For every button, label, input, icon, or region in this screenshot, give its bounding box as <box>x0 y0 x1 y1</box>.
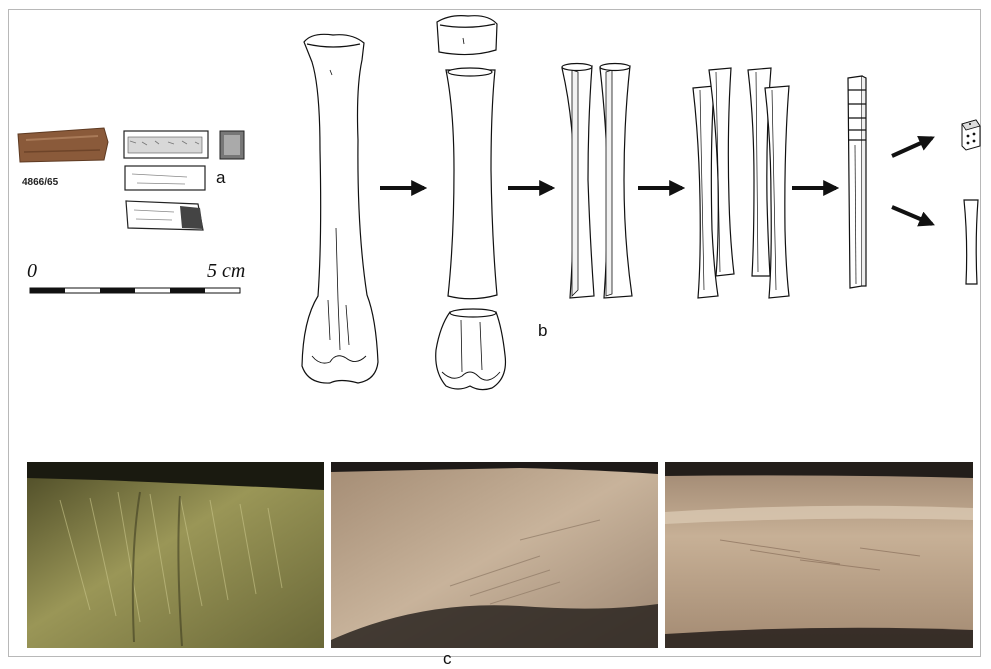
bone-intact <box>302 34 378 383</box>
scale-start-label: 0 <box>27 260 37 283</box>
specimen-number: 4866/65 <box>22 177 58 188</box>
specimen-photo <box>18 128 108 162</box>
specimen-drawing-top <box>124 131 208 158</box>
bone-rod <box>848 76 866 288</box>
scale-bar <box>30 288 240 293</box>
photo-3 <box>665 462 973 648</box>
specimen-drawing-section <box>220 131 244 159</box>
specimen-drawing-bottom <box>126 201 203 230</box>
die-icon <box>962 120 980 150</box>
photo-2 <box>331 462 658 648</box>
specimen-drawing-side <box>125 166 205 190</box>
panel-label-b: b <box>538 321 547 341</box>
gaming-piece <box>964 200 978 284</box>
panel-label-c: c <box>443 649 452 669</box>
bone-quarters <box>693 68 789 298</box>
panel-label-a: a <box>216 168 225 188</box>
photo-1 <box>27 462 324 648</box>
scale-end-label: 5 cm <box>207 260 245 283</box>
bone-halves <box>562 64 632 299</box>
bone-sectioned <box>436 16 506 390</box>
